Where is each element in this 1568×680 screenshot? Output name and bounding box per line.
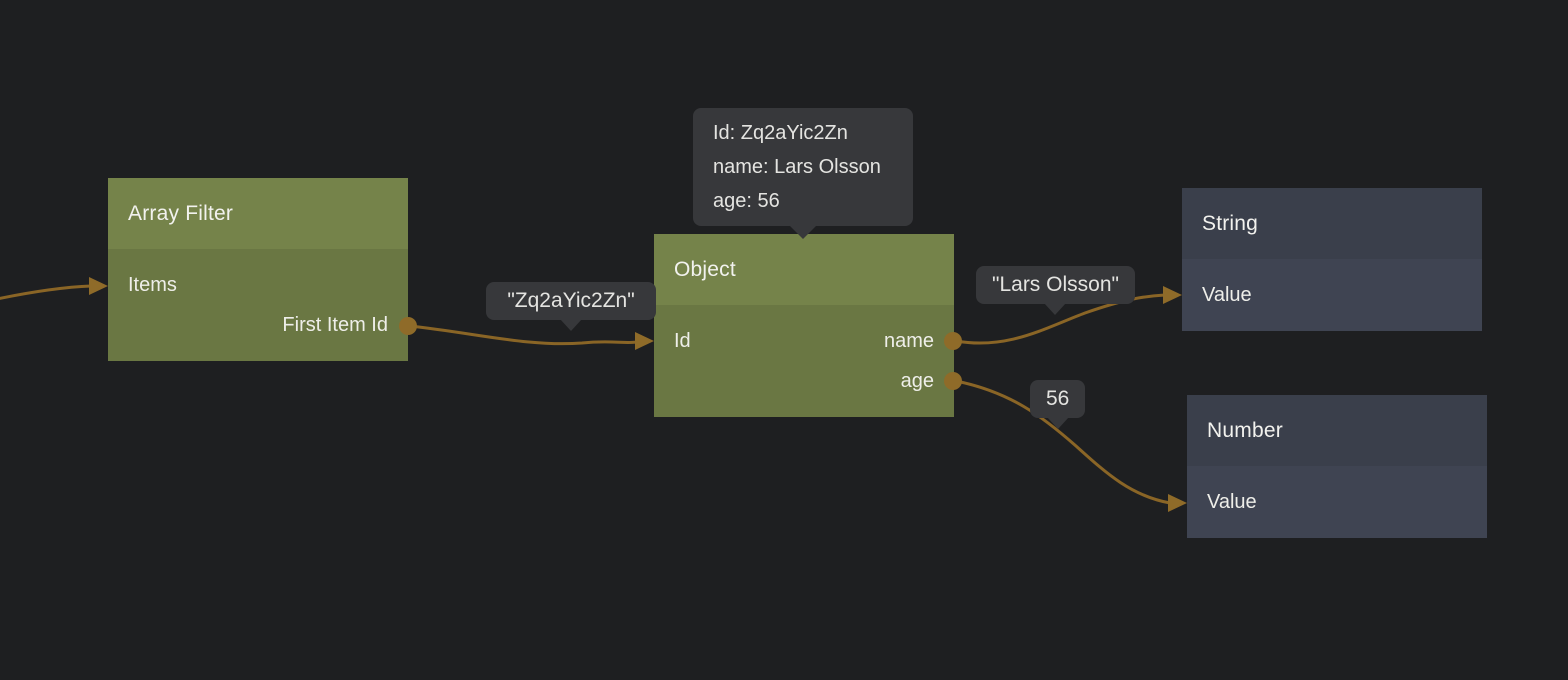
output-port-age-icon[interactable] — [944, 372, 962, 390]
input-arrow-number-value-icon[interactable] — [1168, 494, 1187, 512]
object-value-tooltip: Id: Zq2aYic2Zn name: Lars Olsson age: 56 — [693, 108, 913, 226]
port-row-string-value: Value — [1182, 275, 1482, 315]
input-arrow-id-icon[interactable] — [635, 332, 654, 350]
output-port-label-first-item-id: First Item Id — [282, 313, 388, 336]
node-object[interactable]: Object Id name age — [654, 234, 954, 417]
node-number[interactable]: Number Value — [1187, 395, 1487, 538]
node-string[interactable]: String Value — [1182, 188, 1482, 331]
output-port-label-age: age — [900, 369, 934, 392]
node-number-header[interactable]: Number — [1187, 395, 1487, 466]
node-array-filter-header[interactable]: Array Filter — [108, 178, 408, 249]
tooltip-line-id: Id: Zq2aYic2Zn — [713, 122, 848, 144]
port-row-number-value: Value — [1187, 482, 1487, 522]
wire-age-to-number-value[interactable] — [954, 379, 1172, 505]
port-row-first-item-id: First Item Id — [108, 305, 408, 345]
tooltip-line-age: age: 56 — [713, 190, 780, 212]
input-arrow-string-value-icon[interactable] — [1163, 286, 1182, 304]
node-object-header[interactable]: Object — [654, 234, 954, 305]
tooltip-line-name: name: Lars Olsson — [713, 156, 881, 178]
output-port-first-item-id-icon[interactable] — [399, 317, 417, 335]
node-array-filter[interactable]: Array Filter Items First Item Id — [108, 178, 408, 361]
wire-first-item-id-to-id[interactable] — [408, 324, 639, 346]
wire-value-label-name: "Lars Olsson" — [976, 266, 1135, 304]
port-row-items: Items — [108, 265, 408, 305]
node-object-body: Id name age — [654, 305, 954, 417]
output-port-label-name: name — [883, 329, 934, 352]
wire-into-items[interactable] — [0, 284, 93, 300]
input-port-label-value: Value — [1202, 283, 1252, 306]
node-title: String — [1202, 211, 1259, 235]
input-arrow-items-icon[interactable] — [89, 277, 108, 295]
node-title: Number — [1207, 418, 1283, 442]
input-port-label-value: Value — [1207, 490, 1257, 513]
node-array-filter-body: Items First Item Id — [108, 249, 408, 361]
wire-name-to-string-value[interactable] — [954, 293, 1167, 345]
input-port-label-id: Id — [674, 329, 691, 352]
output-port-name-icon[interactable] — [944, 332, 962, 350]
node-string-header[interactable]: String — [1182, 188, 1482, 259]
input-port-label-items: Items — [128, 273, 177, 296]
port-row-id-name: Id name — [654, 321, 954, 361]
wire-value-label-id: "Zq2aYic2Zn" — [486, 282, 656, 320]
node-string-body: Value — [1182, 259, 1482, 331]
node-title: Object — [674, 257, 736, 281]
wire-value-label-age: 56 — [1030, 380, 1086, 418]
port-row-age: age — [654, 361, 954, 401]
node-title: Array Filter — [128, 201, 234, 225]
node-number-body: Value — [1187, 466, 1487, 538]
